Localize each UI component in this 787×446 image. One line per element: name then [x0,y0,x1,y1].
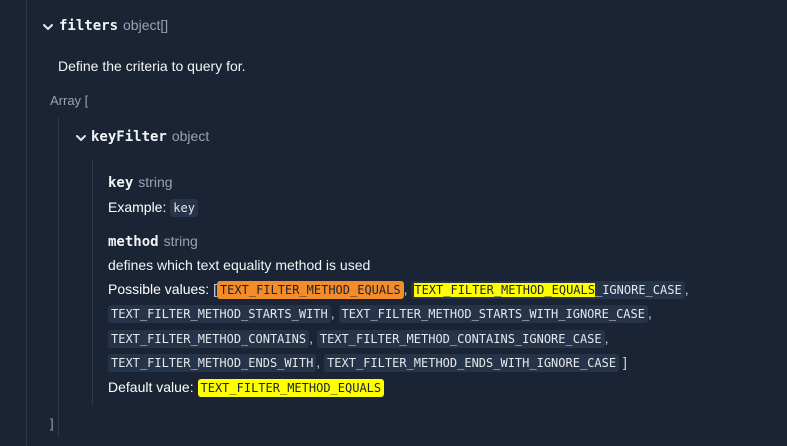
bracket-open: [ [213,281,217,297]
example-value: key [170,199,198,217]
enum-value: TEXT_FILTER_METHOD_ENDS_WITH [108,354,317,372]
chevron-down-icon[interactable] [74,131,88,145]
example-row: Example: key [108,199,198,217]
array-open-label: Array [ [50,93,89,108]
comma: , [330,305,335,321]
possible-values-row-3: TEXT_FILTER_METHOD_CONTAINS, TEXT_FILTER… [108,330,609,348]
bracket-close: ] [622,354,627,370]
enum-value: TEXT_FILTER_METHOD_EQUALS [216,281,404,299]
tree-guide-line [58,118,59,436]
enum-value: TEXT_FILTER_METHOD_CONTAINS [108,330,310,348]
property-description: defines which text equality method is us… [108,257,371,273]
array-close-label: ] [50,416,54,431]
tree-guide-line [26,0,27,446]
comma: , [316,354,321,370]
tree-guide-line [92,160,93,404]
comma: , [309,330,313,346]
default-value: TEXT_FILTER_METHOD_EQUALS [197,379,385,397]
property-description: Define the criteria to query for. [58,58,246,74]
property-type: string [163,233,198,249]
comma: , [604,330,609,346]
default-value-label: Default value: [108,379,194,395]
possible-values-row-2: TEXT_FILTER_METHOD_STARTS_WITH, TEXT_FIL… [108,305,652,323]
property-name: filters [59,18,119,34]
possible-values-label: Possible values: [108,281,210,297]
enum-value: TEXT_FILTER_METHOD_CONTAINS_IGNORE_CASE [316,330,605,348]
property-type: object [171,128,210,144]
possible-values-row-1: Possible values: [TEXT_FILTER_METHOD_EQU… [108,281,689,299]
default-value-row: Default value: TEXT_FILTER_METHOD_EQUALS [108,379,385,397]
possible-values-row-4: TEXT_FILTER_METHOD_ENDS_WITH, TEXT_FILTE… [108,354,627,372]
property-name: method [108,234,159,250]
property-name: key [108,175,134,191]
enum-value: TEXT_FILTER_METHOD_ENDS_WITH_IGNORE_CASE [324,354,620,372]
enum-value: TEXT_FILTER_METHOD_STARTS_WITH [108,305,331,323]
comma: , [647,305,652,321]
chevron-down-icon[interactable] [41,20,55,34]
enum-value: TEXT_FILTER_METHOD_STARTS_WITH_IGNORE_CA… [338,305,648,323]
enum-value: TEXT_FILTER_METHOD_EQUALS_IGNORE_CASE [411,281,685,299]
comma: , [684,281,689,297]
property-type: string [138,174,173,190]
search-match: TEXT_FILTER_METHOD_EQUALS [414,283,595,297]
property-type: object[] [123,17,169,33]
property-name: keyFilter [91,129,167,145]
example-label: Example: [108,199,167,215]
enum-value-suffix: _IGNORE_CASE [594,283,682,297]
comma: , [403,281,408,297]
